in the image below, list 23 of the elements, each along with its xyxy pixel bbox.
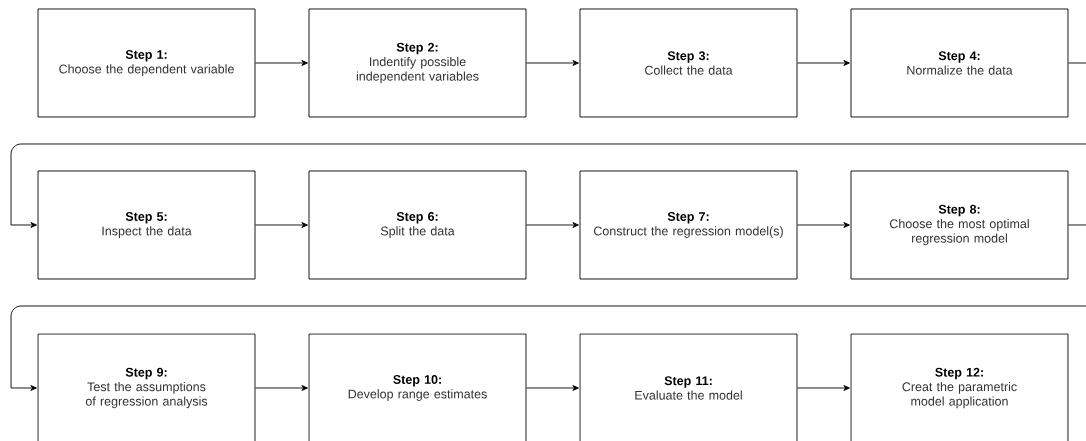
arrow — [10, 62, 1086, 228]
arrow — [526, 222, 579, 228]
process-box: Step 3: Collect the data — [579, 8, 798, 118]
arrow — [255, 60, 308, 66]
arrow — [797, 385, 850, 391]
process-box: Step 10: Develop range estimates — [308, 333, 527, 441]
arrow — [10, 224, 1086, 391]
process-box: Step 6: Split the data — [308, 170, 527, 280]
process-box: Step 5: Inspect the data — [37, 170, 256, 280]
arrow — [797, 60, 850, 66]
arrow — [526, 60, 579, 66]
arrow — [255, 222, 308, 228]
arrow — [526, 385, 579, 391]
process-box: Step 12: Creat the parametric model application — [850, 333, 1069, 441]
arrow — [255, 385, 308, 391]
process-box: Step 8: Choose the most optimal regression model — [850, 170, 1069, 280]
process-box: Step 7: Construct the regression model(s) — [579, 170, 798, 280]
arrow — [797, 222, 850, 228]
process-box: Step 4: Normalize the data — [850, 8, 1069, 118]
process-box: Step 1: Choose the dependent variable — [37, 8, 256, 118]
process-box: Step 2: Indentify possible independent variables — [308, 8, 527, 118]
process-box: Step 11: Evaluate the model — [579, 333, 798, 441]
process-box: Step 9: Test the assumptions of regression analysis — [37, 333, 256, 441]
